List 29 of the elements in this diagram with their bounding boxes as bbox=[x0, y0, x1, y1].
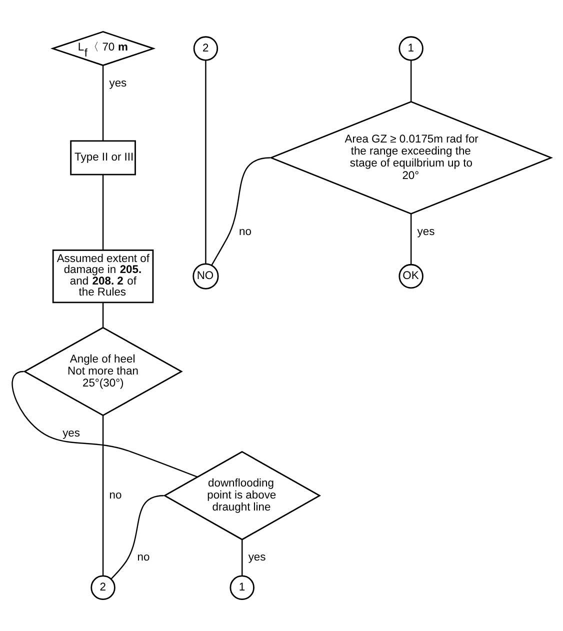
connector bbox=[12, 370, 198, 478]
node-diamond: Angle of heel Not more than 25°(30°) bbox=[23, 326, 183, 416]
node-circle: 2 bbox=[193, 36, 218, 61]
node-circle: 2 bbox=[90, 575, 116, 600]
node-circle: OK bbox=[398, 264, 424, 289]
edge-label: no bbox=[109, 490, 122, 502]
connector bbox=[102, 302, 104, 328]
node-circle: 1 bbox=[230, 575, 254, 600]
connector bbox=[410, 60, 412, 102]
connector bbox=[410, 214, 412, 264]
connector bbox=[110, 495, 164, 580]
edge-label: yes bbox=[62, 427, 80, 440]
connector bbox=[242, 540, 243, 576]
connector bbox=[205, 60, 206, 264]
connector bbox=[102, 66, 104, 141]
edge-label: yes bbox=[417, 226, 435, 238]
connector bbox=[102, 416, 104, 576]
node-diamond: Area GZ ≥ 0.0175m rad for the range exceeding the stage of equilbrium up to 20° bbox=[269, 100, 553, 214]
edge-label: no bbox=[137, 552, 150, 564]
node-circle: 1 bbox=[398, 36, 424, 61]
node-circle: NO bbox=[192, 263, 219, 290]
edge-label: yes bbox=[248, 552, 266, 564]
edge-label: no bbox=[238, 226, 252, 238]
node-box: Type II or III bbox=[70, 140, 136, 176]
connector bbox=[102, 174, 104, 250]
connector bbox=[211, 157, 270, 266]
node-diamond: downflooding point is above draught line bbox=[163, 450, 322, 540]
node-box: Assumed extent of damage in 205. and 208. 2 of the Rules bbox=[52, 249, 154, 304]
edge-label: yes bbox=[109, 77, 127, 90]
